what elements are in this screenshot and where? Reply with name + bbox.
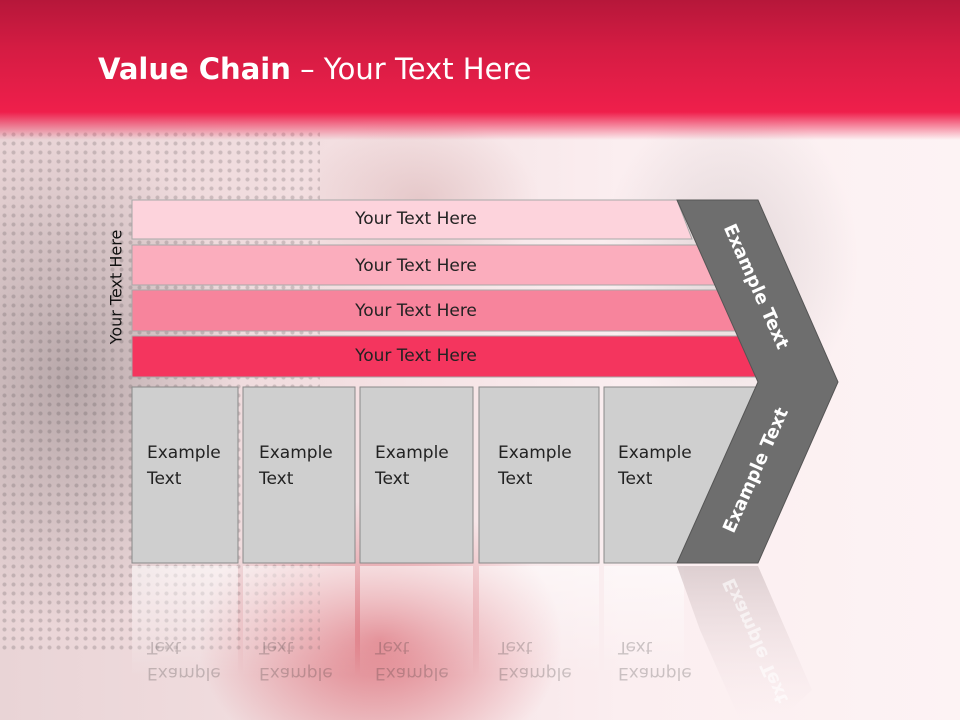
column-reflect-label-1: Example Text [147,634,221,686]
column-label-4-line2: Text [498,469,533,489]
column-reflect-label-3-line2: Text [375,637,410,657]
column-reflect-label-2-line1: Example [259,663,333,683]
column-reflection-1 [132,566,238,676]
chevron-reflection [677,566,812,720]
bar-label-1: Your Text Here [355,209,477,229]
column-label-4-line1: Example [498,443,572,463]
column-box-2[interactable] [242,386,356,564]
column-reflection-3 [360,566,473,676]
chevron-arrow[interactable] [676,199,839,564]
column-label-1-line1: Example [147,443,221,463]
column-box-1[interactable] [131,386,239,564]
column-reflect-label-1-line1: Example [147,663,221,683]
column-reflect-label-3-line1: Example [375,663,449,683]
column-reflect-label-4: Example Text [498,634,572,686]
column-reflect-label-2: Example Text [259,634,333,686]
column-reflect-label-5-line2: Text [618,637,653,657]
header-band [0,0,960,140]
column-reflection-2 [243,566,355,676]
slide-title: Value Chain – Your Text Here [98,52,532,86]
title-bold: Value Chain [98,52,291,86]
column-label-3-line2: Text [375,469,410,489]
column-label-2-line1: Example [259,443,333,463]
column-box-4[interactable] [478,386,600,564]
column-label-1-line2: Text [147,469,182,489]
column-reflect-label-3: Example Text [375,634,449,686]
column-reflect-label-4-line2: Text [498,637,533,657]
bar-label-3: Your Text Here [355,301,477,321]
column-reflect-label-2-line2: Text [259,637,294,657]
column-label-3-line1: Example [375,443,449,463]
bar-1[interactable] [131,199,693,240]
column-reflect-label-4-line1: Example [498,663,572,683]
column-reflection-5 [604,566,684,676]
title-rest: – Your Text Here [290,52,532,86]
column-label-2-line2: Text [259,469,294,489]
bar-label-4: Your Text Here [355,346,477,366]
column-box-3[interactable] [359,386,474,564]
column-reflection-4 [479,566,599,676]
column-reflect-label-5: Example Text [618,634,692,686]
column-label-5-line1: Example [618,443,692,463]
column-reflect-label-5-line1: Example [618,663,692,683]
column-reflect-label-1-line2: Text [147,637,182,657]
bar-label-2: Your Text Here [355,256,477,276]
column-label-5-line2: Text [618,469,653,489]
